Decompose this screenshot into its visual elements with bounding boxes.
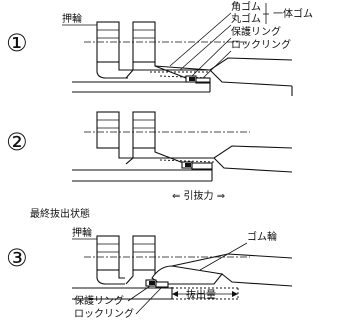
label-push-ring: 押輪	[62, 12, 82, 25]
push-ring-flange-left	[96, 235, 120, 271]
label-round-rubber: 丸ゴム	[231, 12, 261, 25]
lock-ring	[191, 162, 213, 170]
step3-number: ③	[6, 244, 28, 272]
label-protection-ring: 保護リング	[231, 25, 281, 38]
label-protection-ring: 保護リング	[74, 294, 124, 307]
label-pullout-force: ⇐ 引抜力 ⇒	[172, 189, 225, 202]
step1-number: ①	[6, 29, 28, 57]
push-ring-flange-left	[96, 111, 120, 149]
step1-figure: ① 押輪 角ゴム 丸ゴム 保護リング	[6, 0, 313, 96]
label-lock-ring: ロックリング	[74, 307, 134, 320]
step2-figure: ② ⇐ 引抜力 ⇒	[6, 111, 293, 202]
label-lock-ring: ロックリング	[231, 38, 291, 51]
label-rubber-ring: ゴム輪	[247, 230, 277, 243]
push-ring-flange-right	[132, 111, 156, 149]
label-pullout-amount: 抜出量	[186, 288, 216, 301]
step2-number: ②	[6, 128, 28, 156]
step3-figure: 最終抜出状態 ③ 抜出量 押輪 ゴム輪	[6, 207, 293, 320]
label-push-ring: 押輪	[72, 226, 92, 239]
step3-title: 最終抜出状態	[30, 207, 90, 220]
socket-outer	[128, 145, 293, 159]
rubber-ring	[151, 265, 224, 285]
socket-outer	[171, 253, 293, 267]
label-integral-rubber: 一体ゴム	[273, 7, 313, 20]
lock-ring	[155, 281, 169, 288]
label-square-rubber: 角ゴム	[231, 0, 261, 13]
socket-outer	[128, 57, 293, 71]
push-ring-flange-right	[132, 235, 156, 271]
